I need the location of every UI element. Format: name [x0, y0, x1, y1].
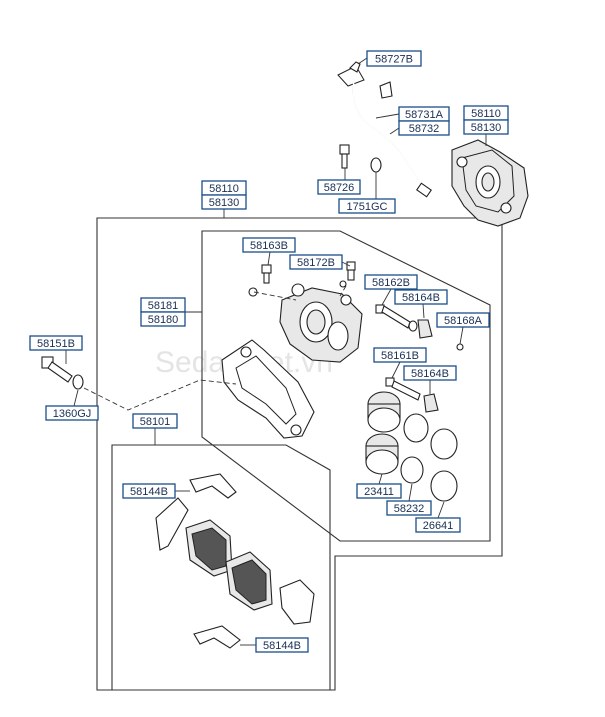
label-58144B-upper[interactable]: 58144B	[122, 483, 176, 499]
svg-text:58180: 58180	[148, 314, 179, 326]
svg-text:58731A: 58731A	[405, 109, 444, 121]
svg-text:58164B: 58164B	[402, 292, 440, 304]
label-58181[interactable]: 58181	[140, 297, 186, 313]
label-58172B[interactable]: 58172B	[289, 254, 343, 270]
svg-text:58732: 58732	[409, 123, 440, 135]
svg-text:58151B: 58151B	[37, 338, 75, 350]
svg-text:58130: 58130	[209, 197, 240, 209]
pad-shim-left	[155, 497, 189, 551]
piston-23411	[365, 433, 399, 475]
label-58162B[interactable]: 58162B	[364, 274, 418, 290]
svg-text:1360GJ: 1360GJ	[53, 408, 92, 420]
label-58163B[interactable]: 58163B	[242, 237, 296, 253]
label-58161B[interactable]: 58161B	[373, 347, 427, 363]
svg-text:26641: 26641	[423, 520, 454, 532]
label-58180[interactable]: 58180	[140, 311, 186, 327]
copper-washer	[370, 157, 382, 173]
banjo-bolt	[339, 144, 350, 169]
brake-pad-outer	[225, 551, 273, 611]
label-58727B[interactable]: 58727B	[366, 50, 422, 67]
svg-text:58110: 58110	[209, 183, 239, 195]
label-1751GC[interactable]: 1751GC	[338, 198, 396, 214]
pad-kit-frame	[111, 444, 331, 691]
svg-text:58232: 58232	[394, 503, 425, 515]
pin-boot-58164B-upper	[417, 319, 433, 339]
anti-rattle-clip-upper	[189, 473, 237, 499]
bolt-path-dashed	[83, 379, 237, 411]
caliper-assembly-illustration	[451, 139, 529, 227]
label-58232[interactable]: 58232	[386, 500, 432, 516]
dust-boot-upper	[430, 428, 458, 460]
label-58110-top[interactable]: 58110	[463, 105, 509, 121]
svg-text:58726: 58726	[324, 182, 355, 194]
mounting-washer	[72, 374, 84, 390]
pin-boot-58164B-lower	[423, 393, 439, 413]
svg-text:58144B: 58144B	[130, 486, 168, 498]
dust-boot-26641	[430, 470, 458, 502]
caliper-housing	[279, 283, 363, 363]
label-58732[interactable]: 58732	[398, 120, 450, 136]
label-58130-top[interactable]: 58130	[463, 119, 509, 135]
anti-rattle-clip-lower	[193, 625, 241, 649]
svg-text:58163B: 58163B	[250, 240, 288, 252]
piston-seal-upper	[403, 413, 429, 443]
label-58164B-lower[interactable]: 58164B	[403, 365, 457, 381]
svg-text:58110: 58110	[471, 108, 501, 120]
label-58151B[interactable]: 58151B	[29, 335, 83, 351]
label-1360GJ[interactable]: 1360GJ	[45, 405, 99, 421]
label-58110-mid[interactable]: 58110	[201, 180, 247, 196]
brake-hose	[337, 61, 432, 198]
guide-pin-58162B	[375, 304, 418, 332]
svg-text:23411: 23411	[364, 486, 394, 498]
guide-pin-58161B	[385, 377, 421, 401]
dust-cap-58168A	[456, 343, 464, 351]
svg-text:58168A: 58168A	[444, 315, 483, 327]
washer-small	[248, 287, 258, 297]
svg-text:1751GC: 1751GC	[347, 201, 388, 213]
svg-text:58172B: 58172B	[297, 257, 335, 269]
label-26641[interactable]: 26641	[415, 517, 461, 533]
label-58164B-upper[interactable]: 58164B	[394, 289, 448, 305]
label-23411[interactable]: 23411	[356, 483, 402, 499]
caliper-carrier-bracket	[221, 339, 315, 439]
bleeder-cap	[339, 280, 347, 288]
brake-pad-inner	[185, 519, 233, 577]
mounting-bolt	[41, 356, 73, 383]
caliper-kit-frame	[201, 230, 491, 542]
svg-text:58161B: 58161B	[381, 350, 419, 362]
piston-upper	[367, 391, 401, 433]
part-labels: 58727B 58731A 58732 58110 58130 58726 17…	[29, 50, 509, 653]
label-58130-mid[interactable]: 58130	[201, 194, 247, 210]
svg-text:58727B: 58727B	[375, 54, 413, 66]
svg-text:58130: 58130	[471, 122, 502, 134]
svg-text:58144B: 58144B	[263, 640, 301, 652]
label-58144B-lower[interactable]: 58144B	[255, 637, 309, 653]
cap-path-dashed	[339, 285, 347, 297]
svg-text:58101: 58101	[140, 416, 171, 428]
svg-text:58181: 58181	[148, 300, 179, 312]
piston-seal-58232	[400, 456, 424, 484]
label-58168A[interactable]: 58168A	[436, 312, 490, 328]
leader-lines	[65, 57, 487, 646]
label-58731A[interactable]: 58731A	[398, 106, 450, 122]
label-58101[interactable]: 58101	[132, 413, 178, 429]
guide-bolt-58163B	[261, 264, 272, 284]
washer-path-dashed	[253, 291, 297, 301]
bleeder-screw	[346, 261, 356, 281]
svg-text:58162B: 58162B	[372, 277, 410, 289]
pad-shim-right	[279, 579, 315, 625]
svg-text:58164B: 58164B	[411, 368, 449, 380]
label-58726[interactable]: 58726	[317, 179, 361, 195]
